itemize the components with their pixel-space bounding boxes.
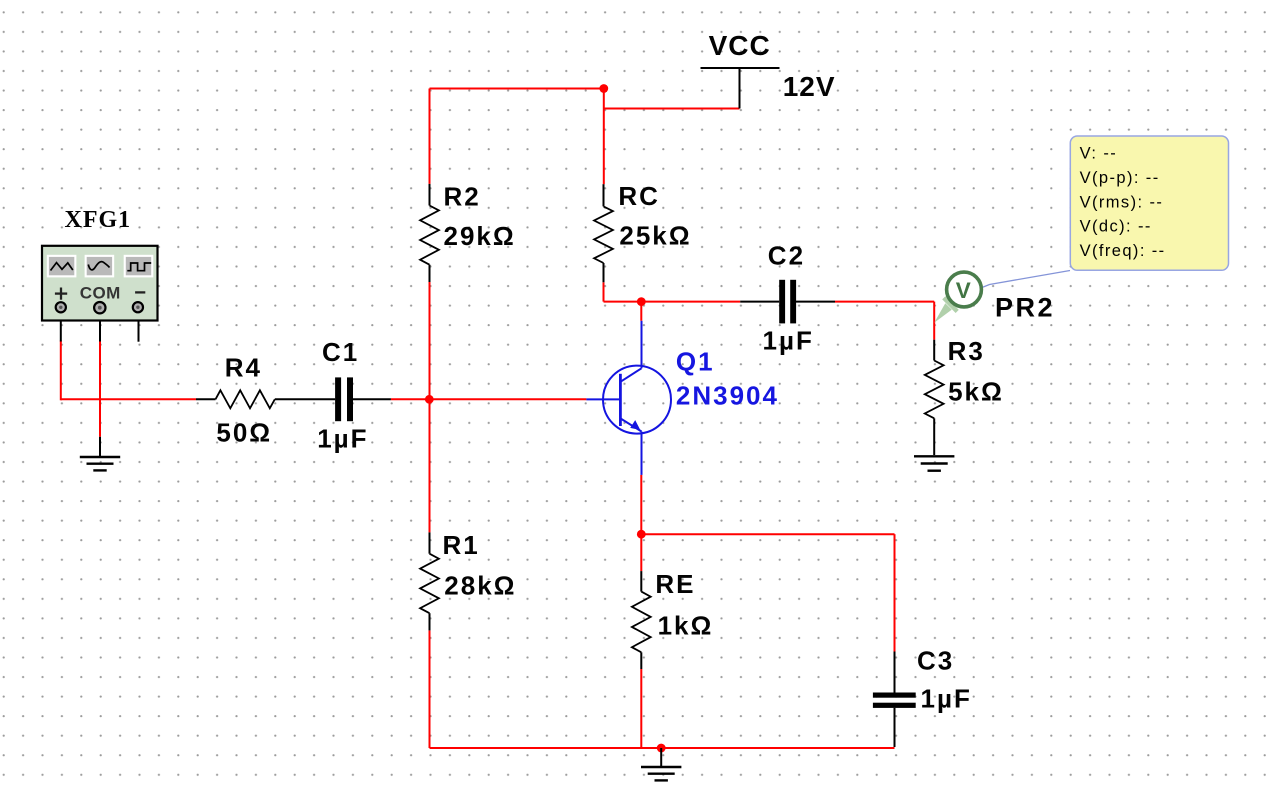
svg-text:R3: R3 bbox=[948, 336, 985, 366]
svg-text:V: V bbox=[956, 278, 971, 303]
svg-text:12V: 12V bbox=[783, 71, 836, 102]
svg-text:C2: C2 bbox=[768, 241, 805, 271]
svg-text:C1: C1 bbox=[322, 337, 359, 367]
svg-text:COM: COM bbox=[80, 284, 121, 303]
svg-text:V(freq): --: V(freq): -- bbox=[1080, 242, 1166, 260]
svg-text:C3: C3 bbox=[917, 645, 954, 675]
svg-text:25kΩ: 25kΩ bbox=[619, 220, 691, 250]
svg-text:V(dc): --: V(dc): -- bbox=[1080, 218, 1152, 236]
svg-text:XFG1: XFG1 bbox=[65, 207, 132, 233]
svg-text:V: --: V: -- bbox=[1080, 145, 1118, 163]
svg-text:R2: R2 bbox=[444, 181, 481, 211]
svg-text:V(rms): --: V(rms): -- bbox=[1080, 193, 1164, 211]
svg-text:29kΩ: 29kΩ bbox=[444, 221, 516, 251]
svg-text:1µF: 1µF bbox=[317, 424, 368, 454]
svg-text:50Ω: 50Ω bbox=[216, 418, 272, 448]
svg-text:PR2: PR2 bbox=[995, 293, 1055, 323]
svg-text:R4: R4 bbox=[225, 353, 262, 383]
svg-text:5kΩ: 5kΩ bbox=[948, 376, 1004, 406]
svg-text:1µF: 1µF bbox=[921, 684, 972, 714]
svg-text:1kΩ: 1kΩ bbox=[658, 610, 714, 640]
svg-text:28kΩ: 28kΩ bbox=[444, 571, 516, 601]
svg-text:1µF: 1µF bbox=[763, 326, 814, 356]
svg-text:R1: R1 bbox=[443, 530, 480, 560]
svg-text:RC: RC bbox=[618, 181, 660, 211]
svg-text:2N3904: 2N3904 bbox=[676, 381, 779, 411]
svg-text:Q1: Q1 bbox=[676, 347, 715, 377]
svg-text:V(p-p): --: V(p-p): -- bbox=[1080, 169, 1160, 187]
svg-text:VCC: VCC bbox=[709, 30, 771, 61]
svg-text:RE: RE bbox=[655, 569, 695, 599]
